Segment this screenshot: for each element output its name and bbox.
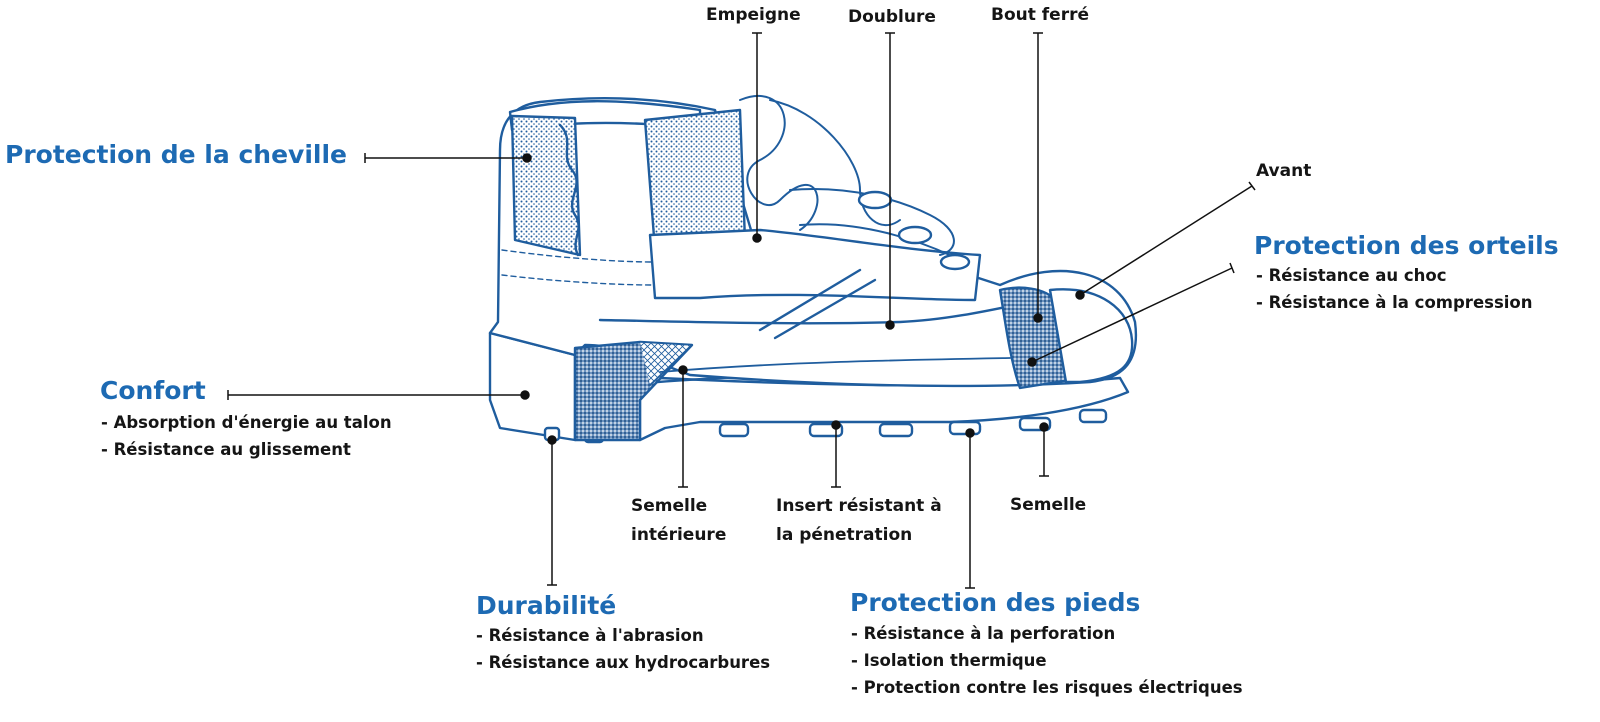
list-durabilite: Résistance à l'abrasion Résistance aux h… [476,622,771,676]
list-confort: Absorption d'énergie au talon Résistance… [101,409,392,463]
confort-item: Résistance au glissement [101,436,392,463]
pieds-item: Résistance à la perforation [851,620,1243,647]
orteils-item: Résistance au choc [1256,262,1533,289]
title-protection-pieds: Protection des pieds [850,588,1141,617]
durabilite-item: Résistance aux hydrocarbures [476,649,771,676]
title-protection-cheville: Protection de la cheville [5,140,347,169]
label-semelle-interieure-line1: Semelle [631,496,708,516]
label-semelle-interieure-line2: intérieure [631,525,727,545]
durabilite-item: Résistance à l'abrasion [476,622,770,649]
orteils-item: Résistance à la compression [1256,289,1533,316]
label-bout-ferre: Bout ferré [991,5,1090,25]
pieds-item: Protection contre les risques électrique… [851,674,1243,701]
label-insert-line2: la pénetration [776,525,913,545]
title-protection-orteils: Protection des orteils [1254,231,1559,260]
label-empeigne: Empeigne [706,5,801,25]
label-semelle: Semelle [1010,495,1087,515]
label-insert: Insert résistant à la pénetration [776,492,942,550]
title-durabilite: Durabilité [476,591,617,620]
label-insert-line1: Insert résistant à [776,496,942,516]
confort-item: Absorption d'énergie au talon [101,409,392,436]
list-pieds: Résistance à la perforation Isolation th… [851,620,1243,701]
label-doublure: Doublure [848,7,936,27]
ankle-padding [512,116,580,255]
label-avant: Avant [1256,161,1312,181]
pieds-item: Isolation thermique [851,647,1243,674]
steel-toe-cap [1000,288,1070,388]
title-confort: Confort [100,376,206,405]
label-semelle-interieure: Semelle intérieure [631,492,726,550]
list-orteils: Résistance au choc Résistance à la compr… [1256,262,1533,316]
